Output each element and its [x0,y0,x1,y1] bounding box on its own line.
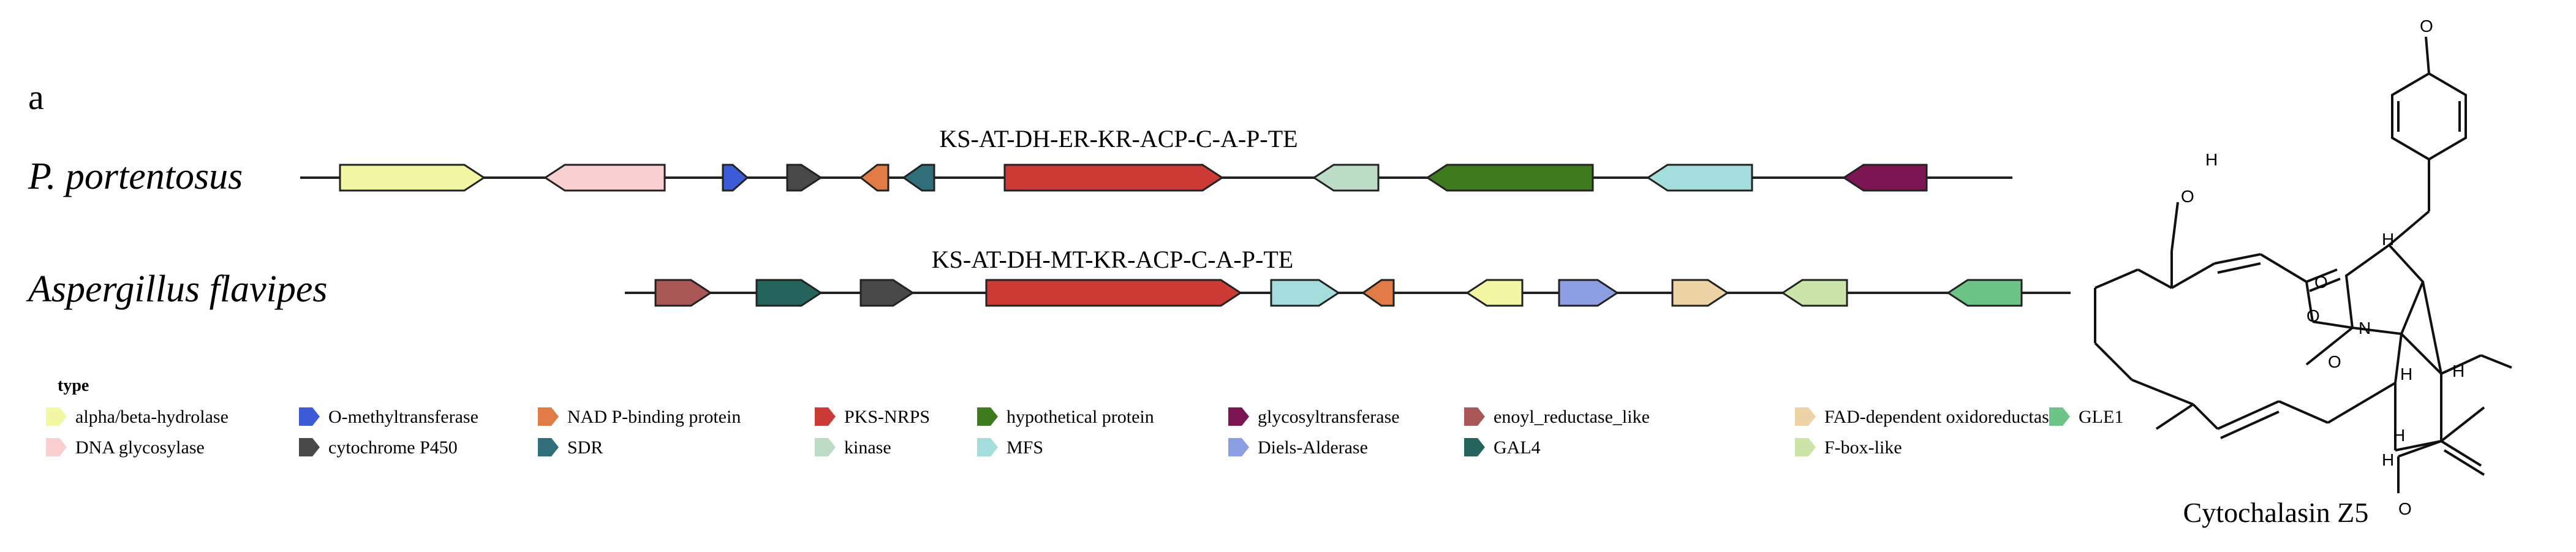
organism-label: P. portentosus [28,156,243,197]
legend-label-pks-nrps: PKS-NRPS [844,407,930,427]
gene-mfs [1270,279,1340,307]
gene-track [654,279,2023,307]
legend-label-f-box-like: F-box-like [1824,437,1902,458]
atom-label-o: O [2306,306,2320,325]
legend-label-gal4: GAL4 [1494,437,1541,458]
legend-swatch-gle1 [2049,407,2070,426]
gene-nad-p-binding-protein [1361,279,1395,307]
gene-alpha-beta-hydrolase [1465,279,1524,307]
gene-fad-dependent-oxidoreductase [1671,279,1729,307]
gene-enoyl-reductase-like [654,279,712,307]
legend-label-dna-glycosylase: DNA glycosylase [75,437,205,458]
legend-label-mfs: MFS [1007,437,1043,458]
atom-label-h: H [2382,230,2394,249]
gene-o-methyltransferase [722,164,749,192]
legend-swatch-alpha-beta-hydrolase [46,407,67,426]
legend-label-glycosyltransferase: glycosyltransferase [1258,407,1400,427]
panel-label: a [28,77,44,117]
legend-swatch-kinase [815,438,836,456]
atom-label-n: N [2359,319,2371,338]
legend-swatch-hypothetical-protein [977,407,998,426]
legend-swatch-mfs [977,438,998,456]
legend-label-cytochrome-p450: cytochrome P450 [328,437,458,458]
gene-pks-nrps [1003,164,1224,192]
legend-swatch-nad-p-binding-protein [538,407,559,426]
legend-label-nad-p-binding-protein: NAD P-binding protein [567,407,741,427]
organism-label: Aspergillus flavipes [26,268,328,310]
atom-label-o: O [2328,352,2341,371]
gene-sdr [902,164,935,192]
atom-label-h: H [2452,361,2465,380]
gene-pks-nrps [985,279,1242,307]
legend-label-fad-dependent-oxidoreductase: FAD-dependent oxidoreductase [1824,407,2057,427]
gene-glycosyltransferase [1842,164,1928,192]
gene-mfs [1646,164,1753,192]
chemical-structure [2094,36,2512,493]
gene-kinase [1312,164,1380,192]
compound-name: Cytochalasin Z5 [2183,497,2369,528]
legend-label-enoyl-reductase-like: enoyl_reductase_like [1494,407,1650,427]
pks-domain-label: KS-AT-DH-ER-KR-ACP-C-A-P-TE [939,125,1297,153]
gene-diels-alderase [1558,279,1619,307]
legend-swatch-cytochrome-p450 [299,438,320,456]
cluster-p-portentosus: P. portentosus KS-AT-DH-ER-KR-ACP-C-A-P-… [28,125,2012,197]
atom-label-o: O [2181,187,2194,206]
gene-cytochrome-p450 [859,279,915,307]
legend-swatch-sdr [538,438,559,456]
gene-alpha-beta-hydrolase [339,164,486,192]
atom-label-h: H [2382,450,2394,469]
legend-swatch-o-methyltransferase [299,407,320,426]
gene-track [339,164,1928,192]
legend-swatch-gal4 [1464,438,1485,456]
gene-dna-glycosylase [543,164,666,192]
gene-f-box-like [1781,279,1848,307]
legend-label-diels-alderase: Diels-Alderase [1258,437,1368,458]
atom-label-h: H [2205,150,2218,169]
gene-gal4 [755,279,823,307]
legend-swatch-diels-alderase [1228,438,1249,456]
atom-label-h: H [2393,426,2405,445]
gene-hypothetical-protein [1426,164,1594,192]
atom-label-o: O [2420,17,2433,36]
legend-swatch-f-box-like [1795,438,1816,456]
gene-gle1 [1946,279,2023,307]
gene-cytochrome-p450 [786,164,823,192]
legend-swatch-fad-dependent-oxidoreductase [1795,407,1816,426]
legend-label-o-methyltransferase: O-methyltransferase [328,407,478,427]
legend-swatch-enoyl-reductase-like [1464,407,1485,426]
cluster-aspergillus-flavipes: Aspergillus flavipes KS-AT-DH-MT-KR-ACP-… [26,246,2071,310]
legend-label-sdr: SDR [567,437,603,458]
gene-nad-p-binding-protein [859,164,890,192]
legend-title: type [58,376,89,395]
atom-label-h: H [2400,365,2412,384]
legend-swatch-pks-nrps [815,407,836,426]
legend-swatch-glycosyltransferase [1228,407,1249,426]
atom-label-o: O [2314,273,2328,292]
legend-label-kinase: kinase [844,437,891,458]
legend-swatch-dna-glycosylase [46,438,67,456]
legend-label-hypothetical-protein: hypothetical protein [1007,407,1154,427]
legend-label-alpha-beta-hydrolase: alpha/beta-hydrolase [75,407,229,427]
pks-domain-label: KS-AT-DH-MT-KR-ACP-C-A-P-TE [932,246,1293,273]
atom-label-o: O [2398,499,2412,518]
legend-label-gle1: GLE1 [2079,407,2123,427]
